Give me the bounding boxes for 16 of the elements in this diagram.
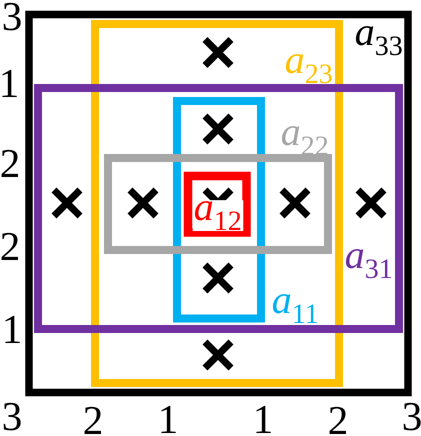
margin-number: 3	[4, 402, 21, 430]
frame-label: a$_{33}$	[356, 26, 402, 56]
margin-number: 1	[256, 406, 271, 433]
margin-number: 1	[161, 406, 176, 433]
frame-label: a$_{31}$	[346, 249, 392, 278]
margin-number: 2	[2, 150, 18, 177]
margin-number: 1	[5, 316, 20, 343]
margin-number: 2	[84, 406, 101, 434]
frame-label: a$_{12}$	[192, 200, 244, 231]
margin-number: 2	[330, 406, 346, 434]
margin-number: 3	[404, 402, 421, 430]
margin-number: 2	[2, 232, 18, 260]
margin-number: 3	[4, 2, 21, 30]
margin-number: 1	[2, 70, 17, 97]
frame-label: a$_{23}$	[286, 54, 332, 84]
frame-label: a$_{11}$	[272, 294, 318, 323]
